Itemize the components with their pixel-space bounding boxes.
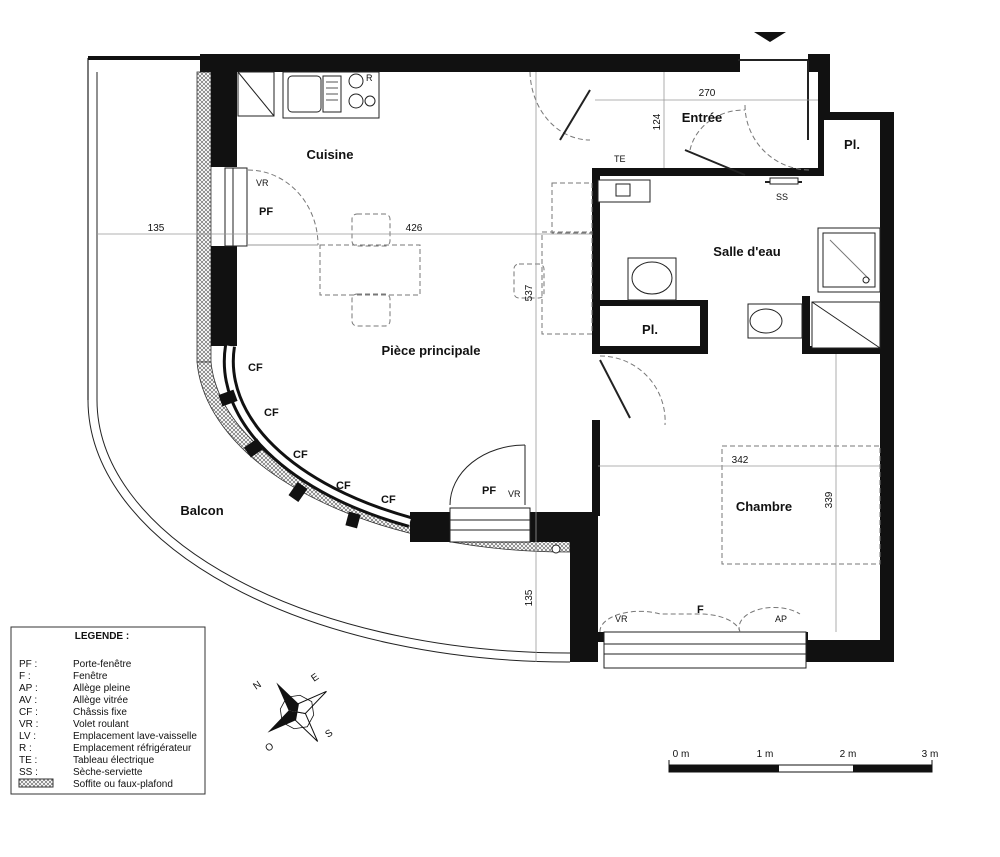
label-cf-1: CF — [248, 362, 263, 374]
dim-chambre-width: 342 — [732, 455, 749, 466]
label-vr-piece: VR — [508, 489, 521, 499]
legend-item-label: Sèche-serviette — [73, 767, 143, 778]
bathroom-fixtures — [597, 177, 881, 349]
label-cf-3: CF — [293, 449, 308, 461]
legend-item-label: Tableau électrique — [73, 755, 155, 766]
label-vr-chambre: VR — [615, 614, 628, 624]
legend-item-label: Volet roulant — [73, 719, 129, 730]
scale-label-0: 0 m — [673, 749, 690, 760]
label-pf-piece: PF — [482, 485, 496, 497]
curved-fixed-frames — [218, 345, 412, 529]
compass-o: O — [263, 741, 276, 755]
room-label-cuisine: Cuisine — [307, 147, 354, 162]
label-r: R — [366, 73, 373, 83]
label-ap-chambre: AP — [775, 614, 787, 624]
label-te: TE — [614, 154, 626, 164]
room-label-chambre: Chambre — [736, 499, 792, 514]
legend-item-code: CF : — [19, 707, 38, 718]
legend-item-label: Emplacement lave-vaisselle — [73, 731, 197, 742]
bed-outline — [721, 445, 881, 565]
scale-label-1: 1 m — [757, 749, 774, 760]
walls — [200, 54, 894, 662]
label-cf-5: CF — [381, 494, 396, 506]
dim-balcon-left: 135 — [148, 223, 165, 234]
room-label-piece-principale: Pièce principale — [382, 343, 481, 358]
room-label-placard-2: Pl. — [642, 322, 658, 337]
soffit-hatch — [196, 71, 571, 554]
compass-s: S — [323, 727, 335, 740]
legend-item-label: Porte-fenêtre — [73, 659, 132, 670]
room-label-entree: Entrée — [682, 110, 722, 125]
legend-item-label: Allège vitrée — [73, 695, 128, 706]
label-pf-cuisine: PF — [259, 206, 273, 218]
legend-item-label: Fenêtre — [73, 671, 108, 682]
legend-item-code: PF : — [19, 659, 37, 670]
legend-item-code: TE : — [19, 755, 37, 766]
window-frames — [224, 167, 807, 669]
legend-hatch-label: Soffite ou faux-plafond — [73, 779, 173, 790]
dining-table — [319, 182, 593, 335]
legend-item-label: Emplacement réfrigérateur — [73, 743, 192, 754]
label-f-chambre: F — [697, 604, 704, 616]
legend-item-label: Allège pleine — [73, 683, 131, 694]
room-label-placard-1: Pl. — [844, 137, 860, 152]
compass-e: E — [309, 671, 321, 684]
room-label-salle-eau: Salle d'eau — [713, 244, 780, 259]
label-ss: SS — [776, 192, 788, 202]
dim-entree-depth: 124 — [652, 113, 663, 130]
legend-item-code: VR : — [19, 719, 38, 730]
legend: LEGENDE : PF : Porte-fenêtre F : Fenêtre AP … — [10, 626, 206, 795]
legend-item-code: AV : — [19, 695, 37, 706]
label-cf-4: CF — [336, 480, 351, 492]
dim-piece-depth: 537 — [524, 284, 535, 301]
dimension-lines — [97, 72, 880, 662]
legend-item-code: R : — [19, 743, 32, 754]
legend-item-code: F : — [19, 671, 31, 682]
scale-bar: 0 m 1 m 2 m 3 m — [668, 749, 939, 773]
compass-n: N — [251, 679, 263, 692]
legend-title: LEGENDE : — [75, 631, 129, 642]
door-swings — [247, 59, 811, 633]
label-cf-2: CF — [264, 407, 279, 419]
scale-label-2: 2 m — [840, 749, 857, 760]
legend-item-code: AP : — [19, 683, 38, 694]
legend-item-label: Châssis fixe — [73, 707, 127, 718]
legend-item-code: SS : — [19, 767, 38, 778]
dim-chambre-depth: 339 — [824, 491, 835, 508]
legend-item-code: LV : — [19, 731, 36, 742]
dim-entree-width: 270 — [699, 88, 716, 99]
legend-hatch-swatch — [18, 778, 54, 788]
compass — [267, 682, 327, 742]
entrance-arrow-icon — [754, 32, 786, 42]
scale-label-3: 3 m — [922, 749, 939, 760]
label-vr-cuisine: VR — [256, 178, 269, 188]
dim-balcon-bottom: 135 — [524, 589, 535, 606]
balcony-outline — [87, 56, 571, 663]
room-label-balcon: Balcon — [180, 503, 223, 518]
dim-piece-width: 426 — [406, 223, 423, 234]
kitchen-fixtures — [237, 71, 380, 119]
